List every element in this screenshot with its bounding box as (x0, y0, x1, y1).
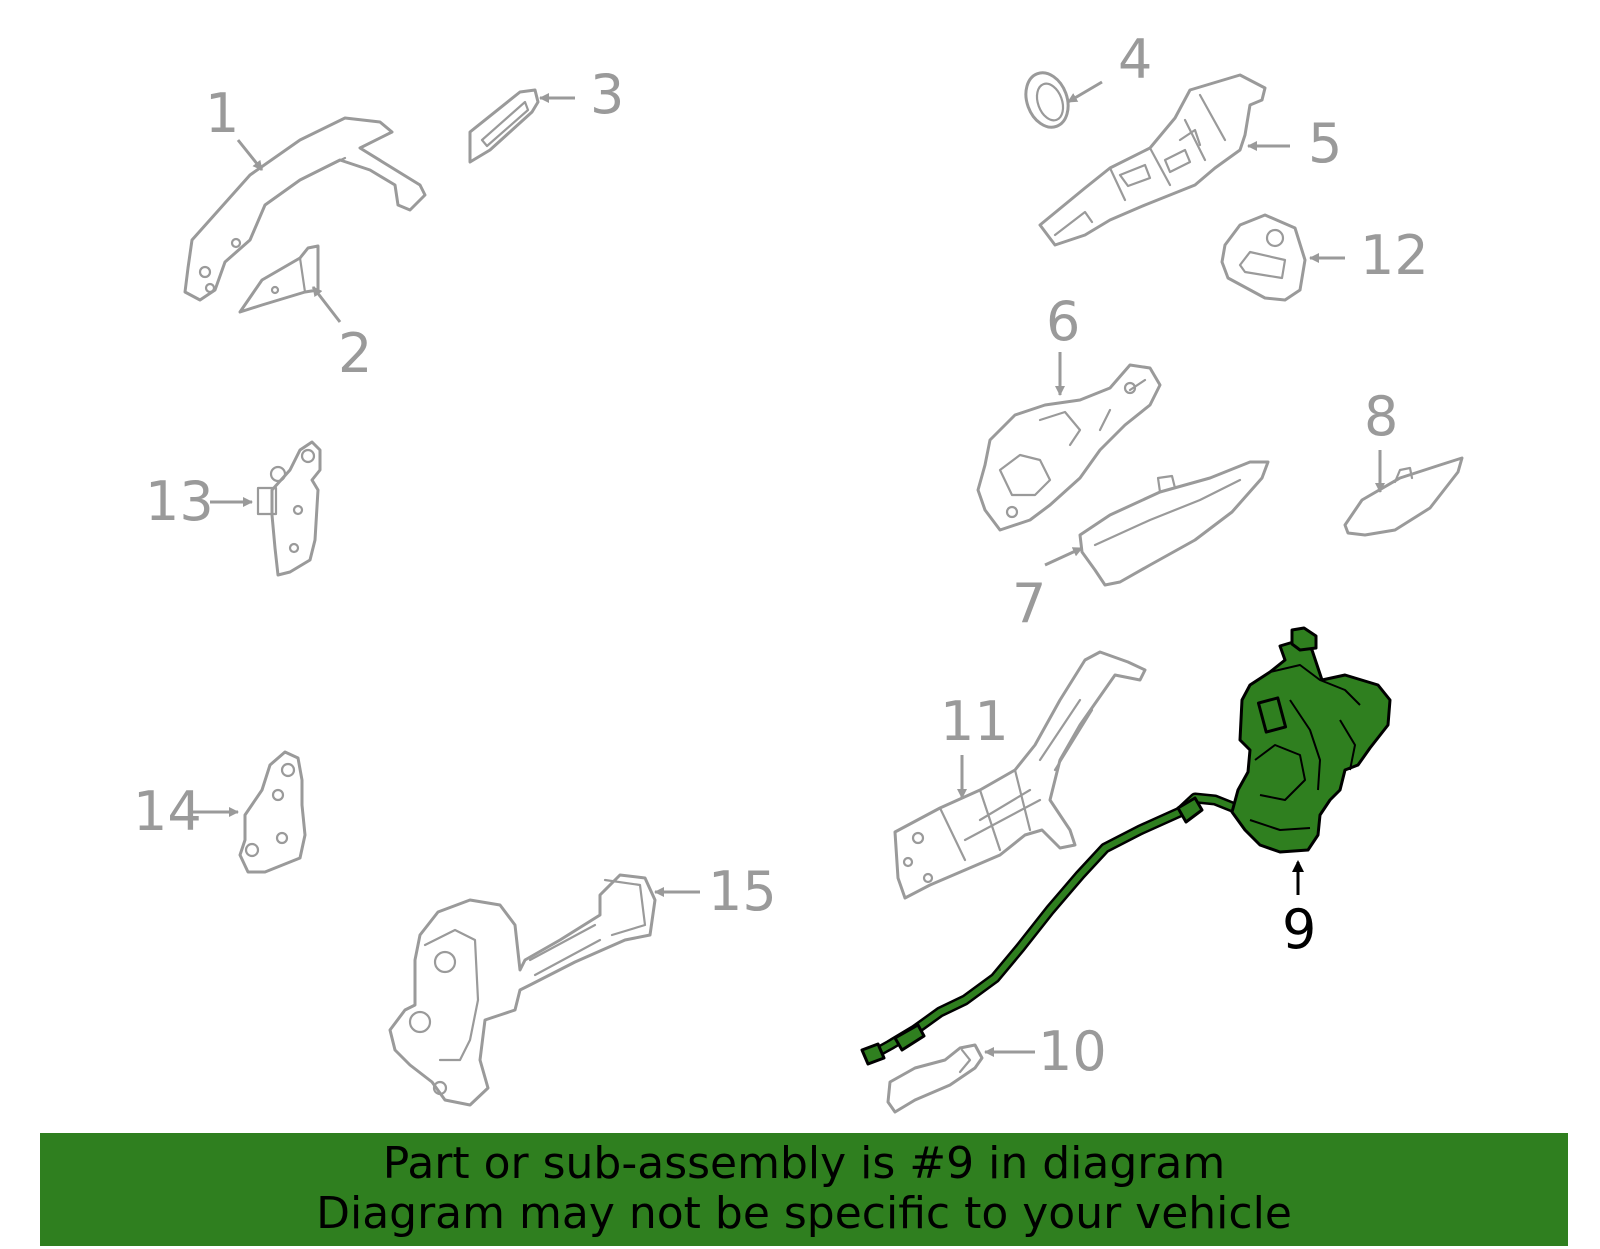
callout-5: 5 (1308, 112, 1342, 175)
callout-3: 3 (590, 63, 624, 126)
parts-diagram: 1 2 3 4 5 12 (133, 28, 1464, 1114)
part-2-handle-bracket[interactable] (238, 244, 320, 314)
part-4-cap[interactable] (1019, 67, 1076, 133)
callout-7: 7 (1012, 572, 1046, 635)
info-banner: Part or sub-assembly is #9 in diagram Di… (40, 1133, 1568, 1246)
part-6-inside-handle-housing[interactable] (976, 363, 1162, 532)
part-14-hinge[interactable] (238, 750, 307, 874)
banner-line-2: Diagram may not be specific to your vehi… (316, 1188, 1292, 1239)
banner-line-1: Part or sub-assembly is #9 in diagram (382, 1138, 1226, 1189)
part-5-handle-frame[interactable] (1038, 73, 1267, 247)
callout-10: 10 (1038, 1020, 1107, 1083)
callout-15: 15 (708, 860, 777, 923)
callout-12: 12 (1360, 224, 1429, 287)
callout-6: 6 (1046, 290, 1080, 353)
part-13-hinge[interactable] (256, 440, 322, 577)
part-7-inside-handle[interactable] (1078, 460, 1270, 587)
callout-4: 4 (1118, 28, 1152, 91)
part-3-gasket[interactable] (468, 88, 540, 164)
part-12-striker[interactable] (1220, 213, 1307, 302)
callout-13: 13 (145, 470, 214, 533)
part-15-door-check[interactable] (388, 873, 657, 1107)
callout-2: 2 (338, 322, 372, 385)
part-1-outer-handle[interactable] (183, 116, 427, 302)
part-9-door-lock-actuator[interactable] (860, 626, 1392, 1066)
part-10-release-handle[interactable] (886, 1043, 984, 1114)
callout-1: 1 (205, 82, 239, 145)
part-8-bezel[interactable] (1343, 456, 1464, 537)
callout-11: 11 (940, 690, 1009, 753)
callout-14: 14 (133, 780, 202, 843)
callout-9: 9 (1282, 898, 1316, 961)
part-11-carrier-plate[interactable] (893, 650, 1147, 900)
callout-8: 8 (1364, 385, 1398, 448)
